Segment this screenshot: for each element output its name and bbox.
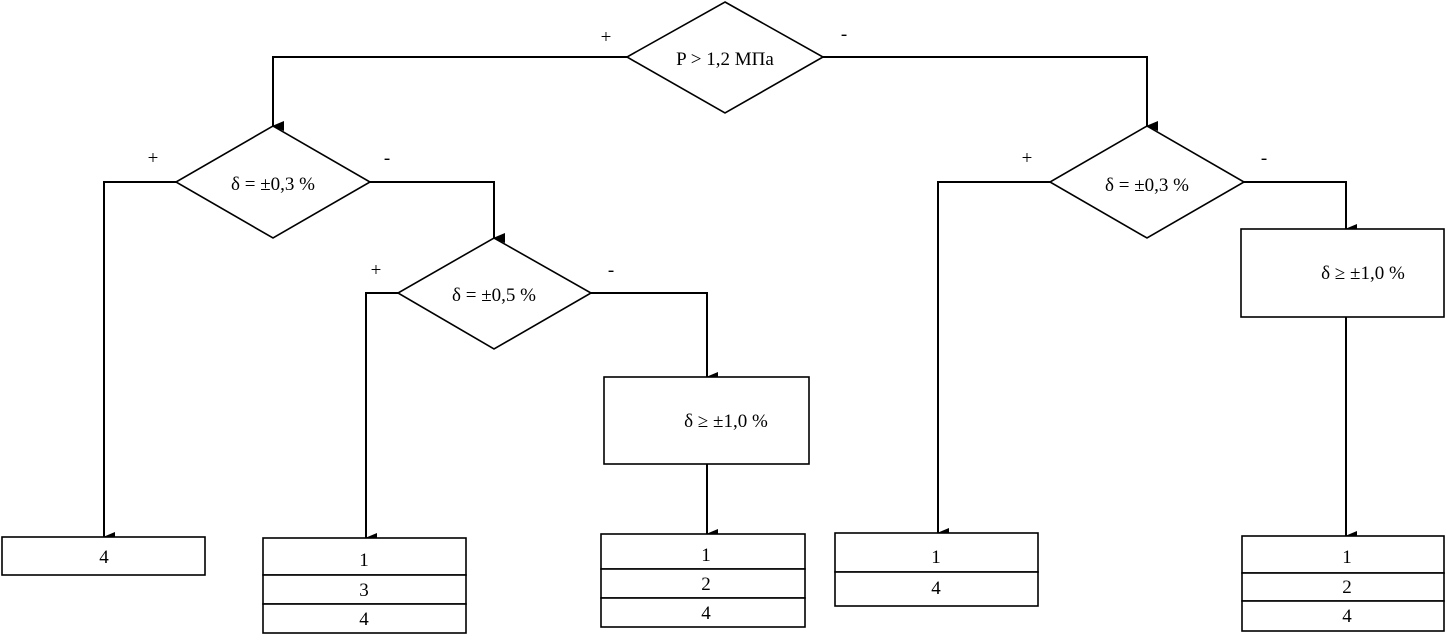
outcome-cell — [262, 574, 467, 605]
outcome-cell — [834, 532, 1039, 573]
outcome-cell — [262, 537, 467, 576]
outcome-o5: 1 2 4 — [1241, 535, 1445, 632]
decision-root: P > 1,2 МПа + - — [601, 1, 847, 114]
process-label: δ ≥ ±1,0 % — [684, 411, 768, 432]
decision-left-d05: δ = ±0,5 % + - — [371, 237, 614, 350]
process-box — [603, 376, 810, 465]
diamond-shape — [625, 1, 825, 114]
outcome-o4: 1 4 — [834, 532, 1039, 607]
no-sign: - — [1261, 148, 1267, 169]
outcome-cell — [1241, 572, 1445, 602]
outcome-value: 3 — [359, 580, 369, 601]
decision-left-d03: δ = ±0,3 % + - — [148, 125, 390, 239]
outcome-value: 4 — [359, 609, 369, 630]
diamond-shape — [174, 125, 372, 239]
decision-label: δ = ±0,5 % — [452, 285, 536, 306]
outcome-cell — [1241, 600, 1445, 632]
connector-left-d03-no — [370, 181, 505, 243]
outcome-cell — [1, 536, 206, 576]
process-right: δ ≥ ±1,0 % — [1240, 228, 1445, 318]
outcome-value: 1 — [1342, 547, 1352, 568]
outcome-o1: 4 — [1, 536, 206, 576]
outcome-value: 4 — [701, 603, 711, 624]
diamond-shape — [1048, 125, 1246, 239]
outcome-value: 2 — [1342, 577, 1352, 598]
yes-sign: + — [371, 260, 382, 281]
outcome-o2: 1 3 4 — [262, 537, 467, 634]
outcome-cell — [600, 597, 806, 628]
outcome-cell — [262, 603, 467, 634]
connector-root-yes — [272, 56, 627, 131]
outcome-value: 4 — [1342, 606, 1352, 627]
yes-sign: + — [601, 27, 612, 48]
decision-label: δ = ±0,3 % — [231, 174, 315, 195]
connectors — [103, 56, 1357, 543]
connector-left-d05-no — [591, 292, 718, 382]
process-box — [1240, 228, 1445, 318]
outcome-value: 4 — [931, 578, 941, 599]
diamond-shape — [396, 237, 593, 350]
outcome-cell — [600, 533, 806, 570]
outcome-value: 1 — [931, 547, 941, 568]
outcome-value: 4 — [99, 547, 109, 568]
connector-right-d03-yes — [937, 181, 1050, 538]
outcome-o3: 1 2 4 — [600, 533, 806, 628]
yes-sign: + — [1022, 148, 1033, 169]
connector-right-d03-no — [1244, 181, 1357, 234]
no-sign: - — [384, 148, 390, 169]
connector-root-no — [823, 56, 1158, 131]
connector-left-d05-yes — [365, 292, 398, 543]
connector-left-d03-yes — [103, 181, 176, 542]
decision-label: P > 1,2 МПа — [676, 49, 774, 70]
outcome-cell — [834, 571, 1039, 607]
outcome-value: 2 — [701, 574, 711, 595]
outcome-value: 1 — [701, 545, 711, 566]
yes-sign: + — [148, 148, 159, 169]
no-sign: - — [841, 24, 847, 45]
process-mid: δ ≥ ±1,0 % — [603, 376, 810, 465]
outcome-value: 1 — [359, 550, 369, 571]
decision-label: δ = ±0,3 % — [1105, 175, 1189, 196]
decision-right-d03: δ = ±0,3 % + - — [1022, 125, 1267, 239]
outcome-cell — [1241, 535, 1445, 574]
no-sign: - — [608, 260, 614, 281]
process-label: δ ≥ ±1,0 % — [1321, 263, 1405, 284]
